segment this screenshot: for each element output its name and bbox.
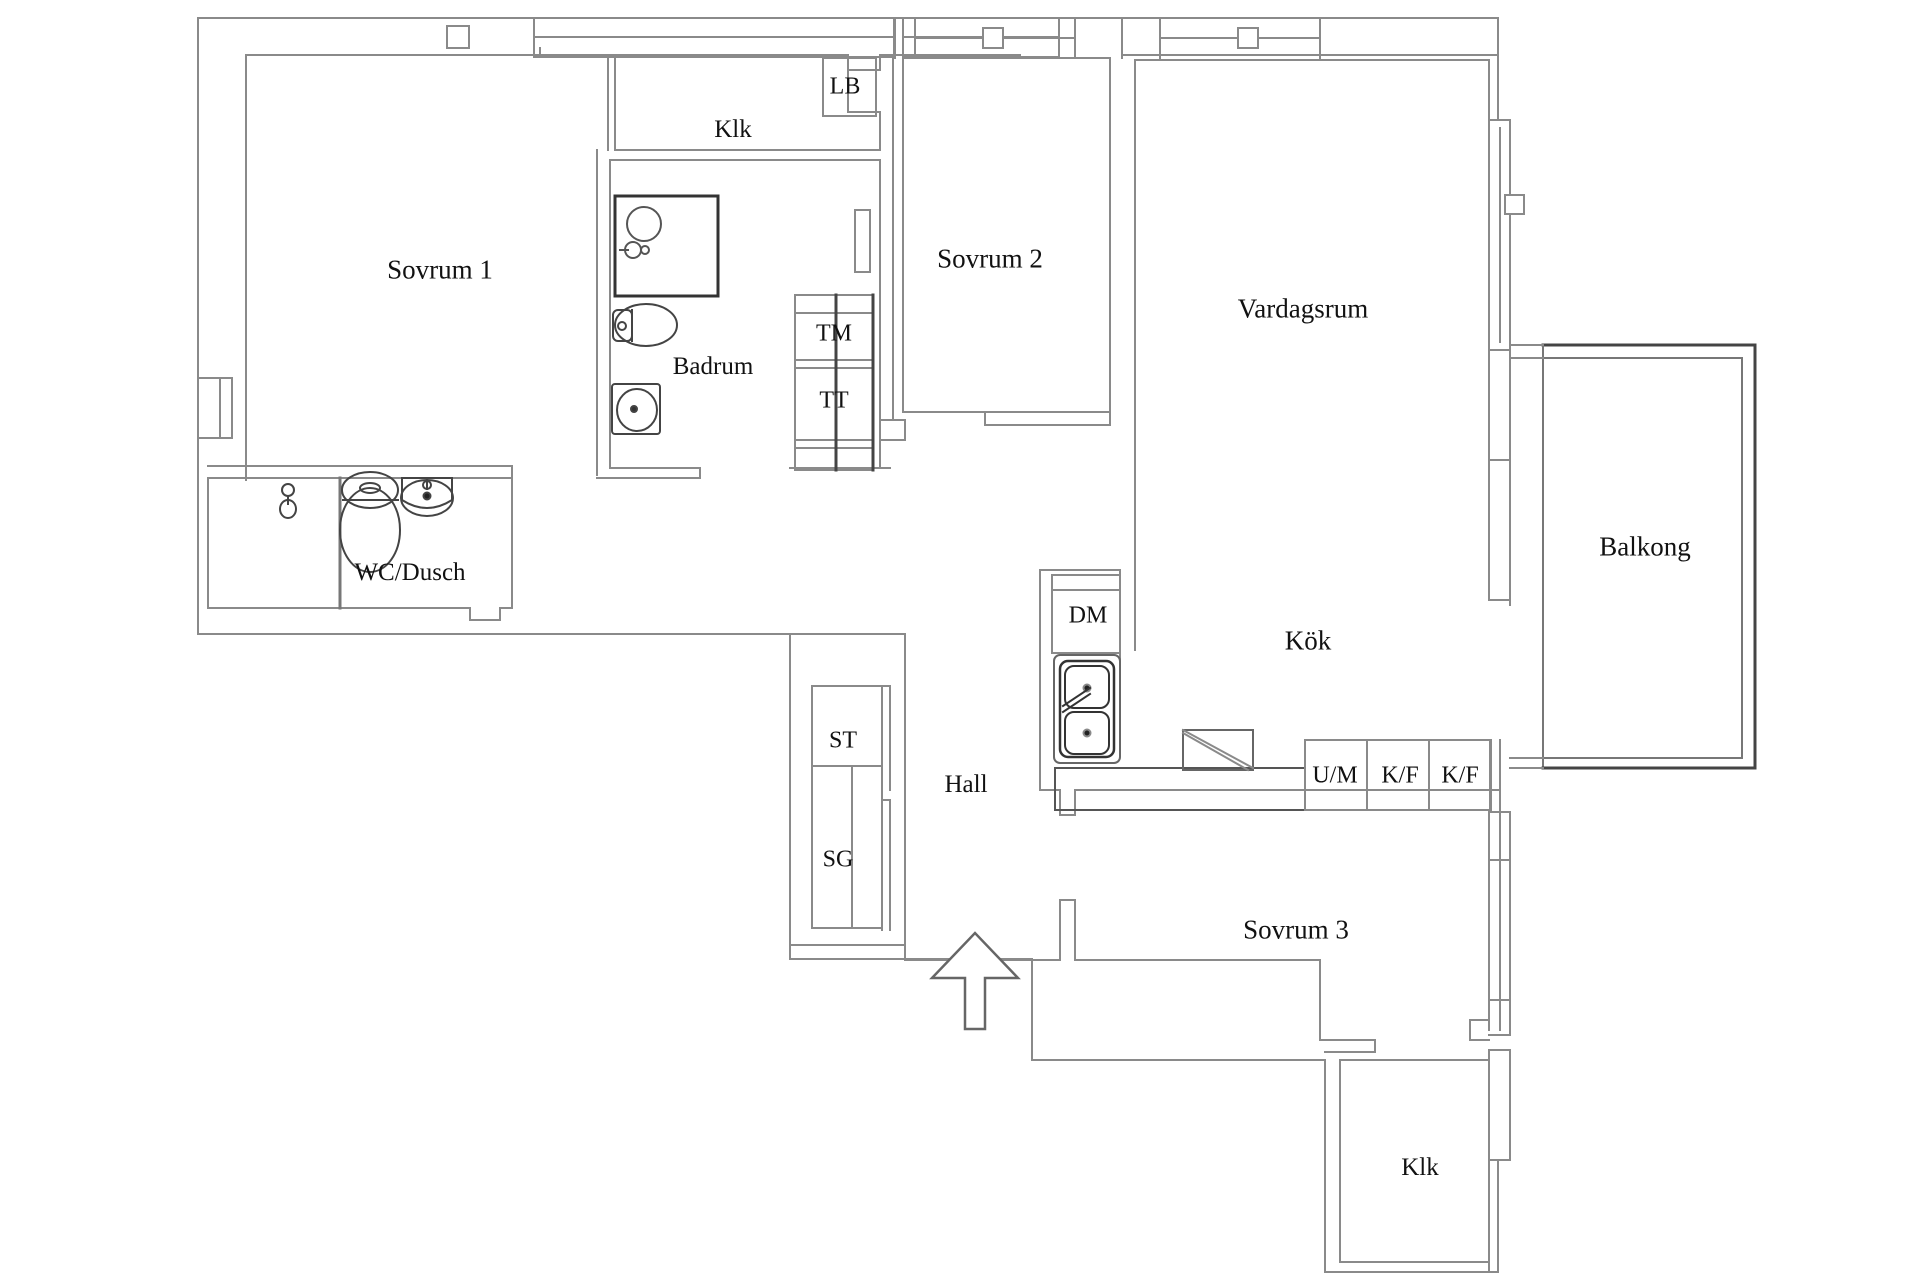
- vardagsrum-walls: [1121, 54, 1499, 601]
- room-label-vardagsrum: Vardagsrum: [1237, 293, 1369, 324]
- klk-top-walls: [607, 54, 1021, 151]
- hall-walls: [789, 633, 1326, 1061]
- laundry-stack: [794, 293, 875, 472]
- room-label-sovrum1: Sovrum 1: [387, 254, 493, 285]
- sovrum3-door: [1469, 1019, 1490, 1041]
- sovrum2-walls: [892, 17, 1123, 426]
- balkong-walls: [1541, 343, 1757, 770]
- window-band-top-1: [446, 17, 895, 58]
- shower-cabin: [613, 194, 720, 298]
- room-label-lb: LB: [829, 73, 861, 100]
- sovrum3-walls: [1031, 899, 1499, 1273]
- right-outer-wall: [1488, 17, 1525, 461]
- room-label-st: ST: [828, 727, 858, 754]
- sink-wc: [400, 477, 454, 517]
- right-wall-lower: [1488, 799, 1511, 1271]
- room-label-kok: Kök: [1284, 625, 1332, 656]
- sovrum1-walls: [245, 47, 609, 481]
- room-label-badrum: Badrum: [672, 353, 754, 380]
- shower-cabin-detail: [619, 206, 662, 259]
- badrum-walls: [596, 149, 906, 479]
- window-band-left: [197, 377, 233, 439]
- room-label-balkong: Balkong: [1599, 531, 1691, 562]
- toilet-wc: [339, 471, 401, 573]
- balcony-door: [1488, 459, 1511, 606]
- lb-closet: [822, 57, 877, 117]
- room-label-klk-top: Klk: [714, 116, 752, 143]
- window-band-vardagsrum: [1159, 17, 1321, 59]
- room-label-kf-1: K/F: [1381, 762, 1419, 789]
- room-label-wcdusch: WC/Dusch: [354, 559, 466, 586]
- entrance-arrow: [929, 931, 1021, 1031]
- room-label-dm: DM: [1068, 602, 1108, 629]
- kitchen-counter: [1054, 728, 1306, 811]
- room-label-sovrum3: Sovrum 3: [1243, 914, 1349, 945]
- kitchen-sink-stove: [1053, 654, 1121, 764]
- kitchen-cabinets-row: [1304, 739, 1492, 811]
- room-label-kf-2: K/F: [1441, 762, 1479, 789]
- room-label-sovrum2: Sovrum 2: [937, 243, 1043, 274]
- sg-closet: [811, 765, 891, 931]
- wc-shower-head: [279, 483, 297, 519]
- room-label-sg: SG: [822, 846, 854, 873]
- wcdusch-walls: [207, 465, 513, 621]
- room-label-um: U/M: [1312, 762, 1358, 789]
- toilet-badrum: [612, 303, 678, 347]
- window-band-sovrum2: [914, 17, 1076, 59]
- room-label-tt: TT: [819, 387, 849, 414]
- badrum-door: [854, 209, 871, 273]
- balkong-wall-connectors: [1509, 344, 1544, 769]
- room-label-hall: Hall: [944, 771, 988, 798]
- room-label-klk-bottom: Klk: [1401, 1154, 1439, 1181]
- room-label-tm: TM: [816, 320, 852, 347]
- sink-badrum: [611, 383, 661, 435]
- dishwasher: [1051, 574, 1121, 654]
